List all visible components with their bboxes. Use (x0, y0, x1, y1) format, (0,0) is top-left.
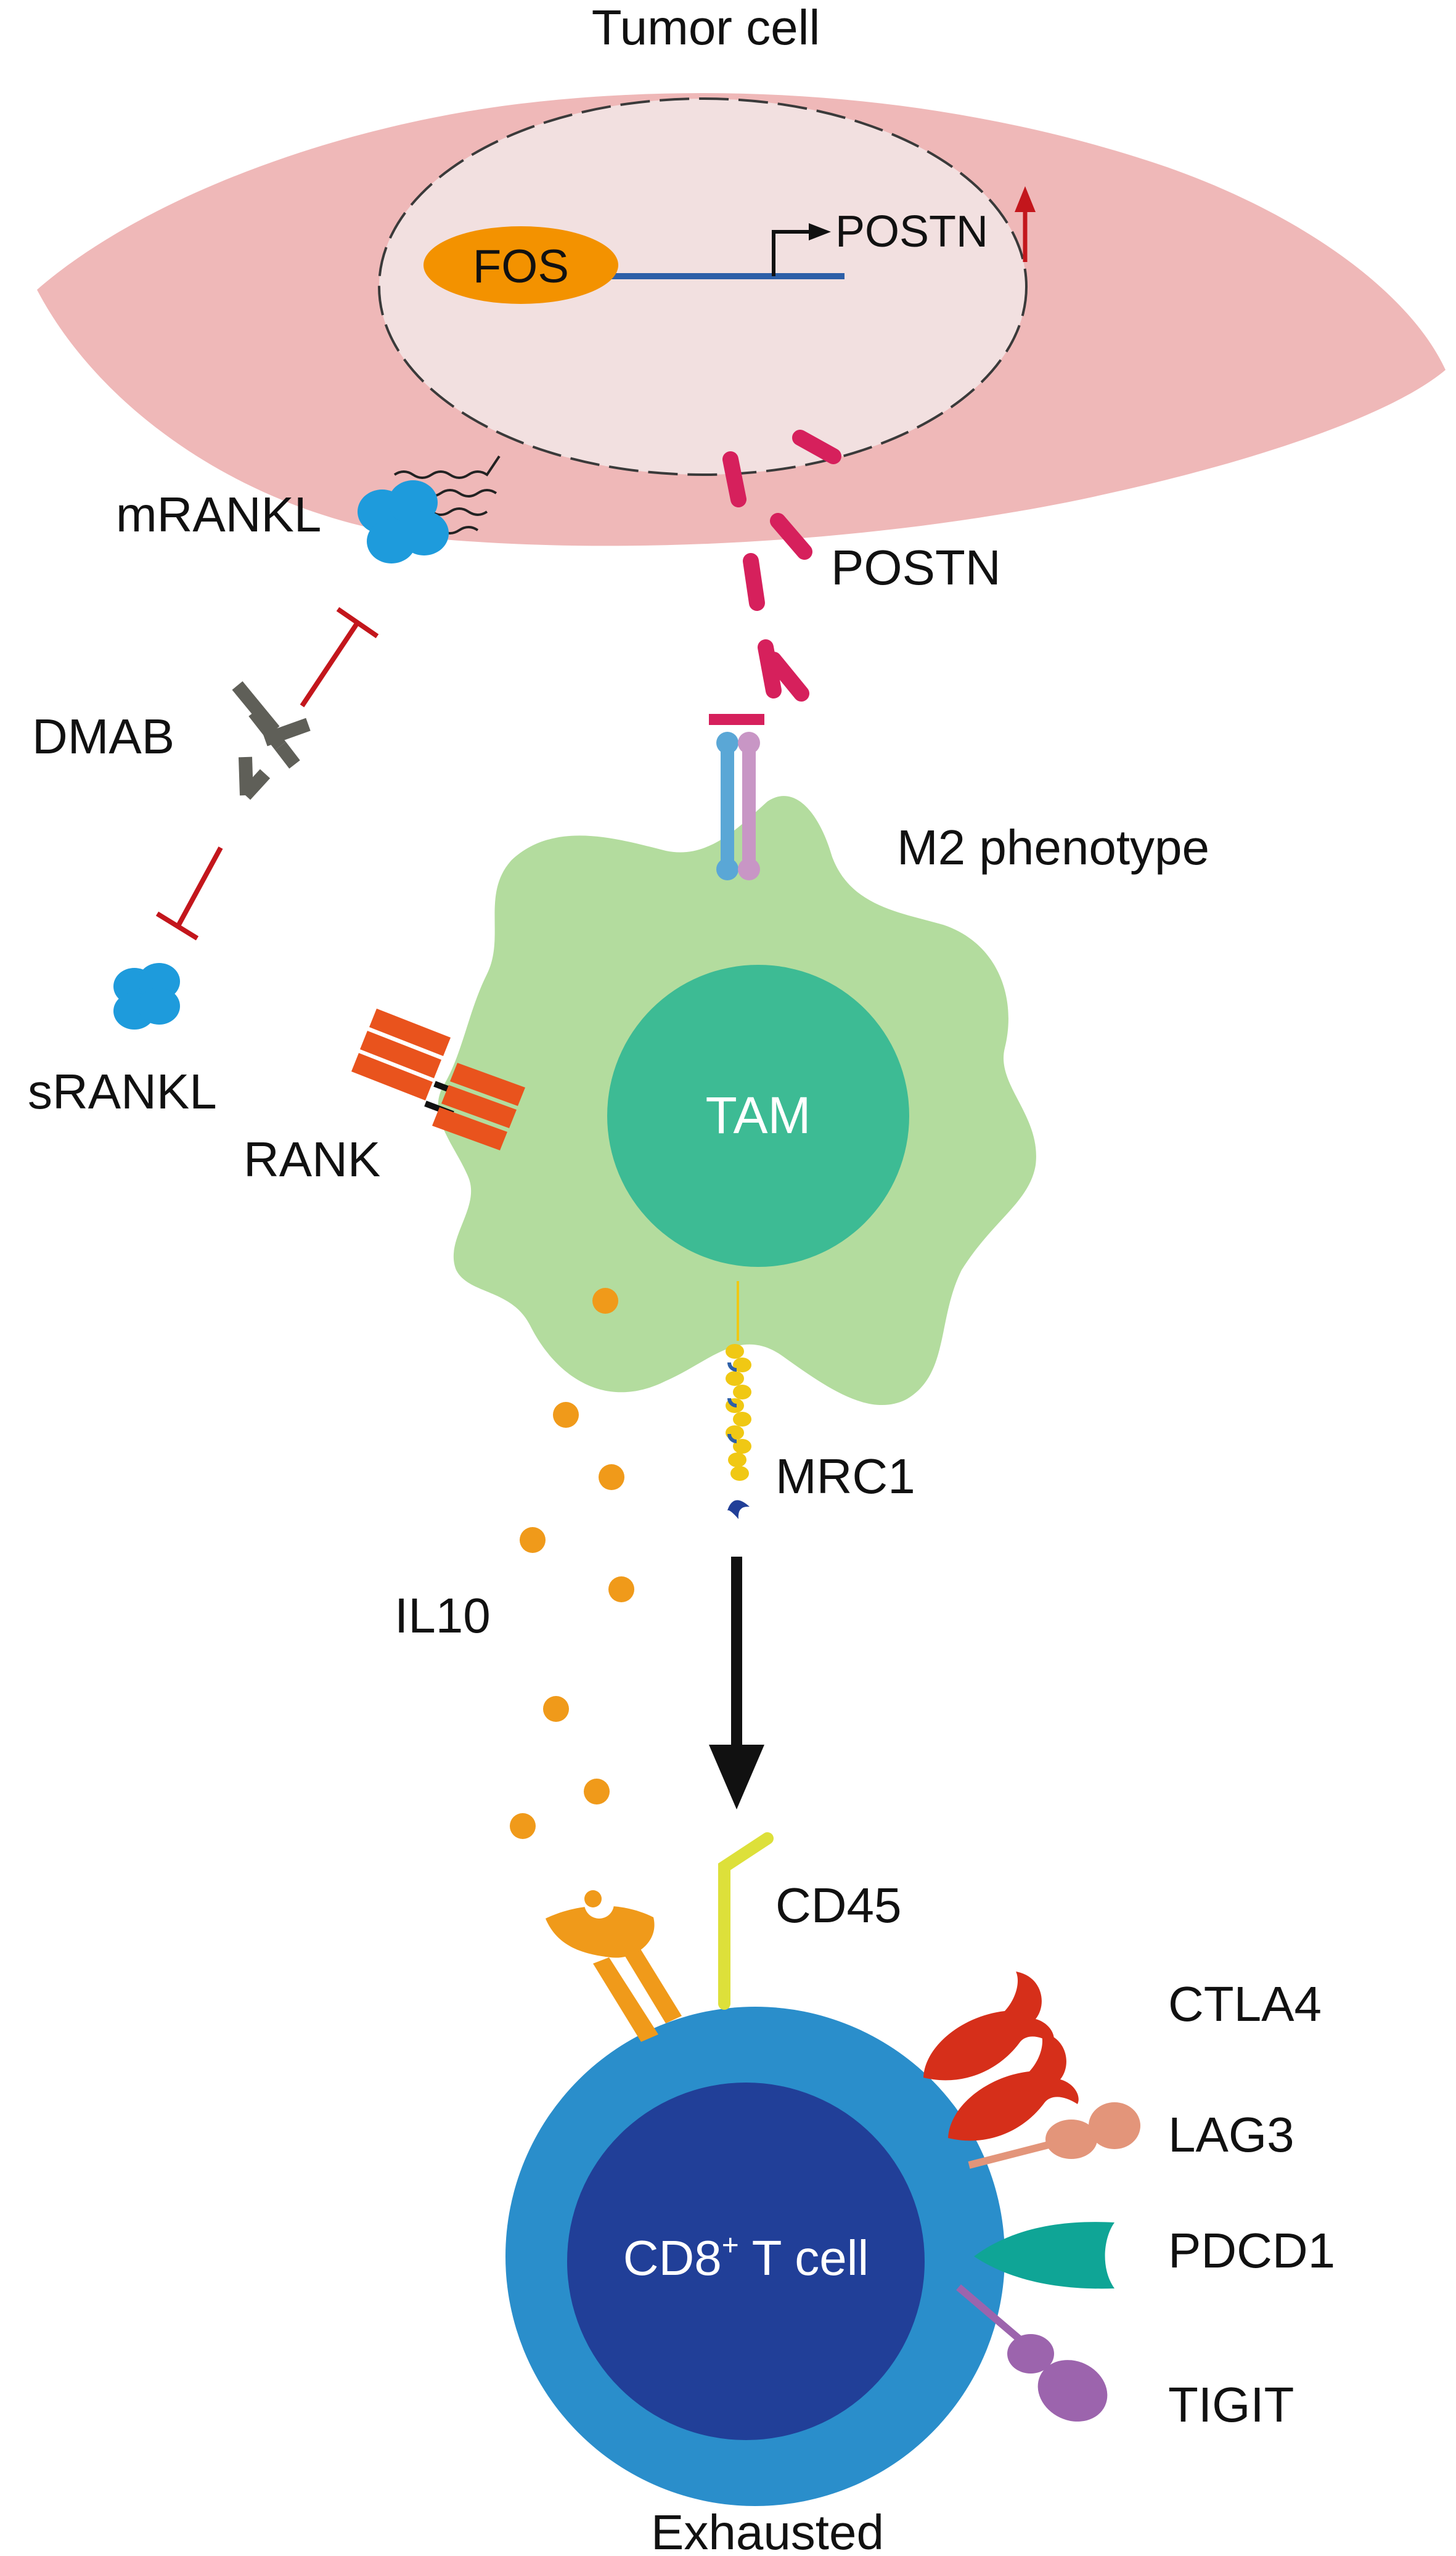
ctla4-receptor (923, 1972, 1079, 2141)
promoter-arrowhead (809, 223, 831, 240)
postn-secretion (722, 430, 841, 702)
tigit-label: TIGIT (1168, 2377, 1294, 2432)
dmab-inhibition-mrankl (300, 607, 379, 708)
macrophage (438, 796, 1036, 1406)
cd45-receptor (718, 1832, 774, 2010)
mrc1-receptor (726, 1281, 751, 1519)
m2-phenotype-label: M2 phenotype (897, 820, 1209, 875)
il10-cytokines (510, 1288, 634, 1839)
il10-receptor (546, 1889, 682, 2042)
fos-transcription-factor (423, 226, 618, 304)
mrankl-protein (358, 480, 449, 563)
dmab-antibody-icon (232, 681, 311, 800)
fos-label: FOS (473, 240, 569, 293)
t-cell-nucleus (567, 2083, 925, 2440)
dmab-label: DMAB (32, 709, 174, 764)
mrankl-label: mRANKL (116, 487, 321, 542)
pdcd1-receptor (974, 2222, 1114, 2289)
tam-label: TAM (705, 1086, 811, 1144)
rank-label: RANK (243, 1132, 380, 1187)
tumor-cell-label: Tumor cell (592, 0, 820, 55)
lag3-receptor (968, 2102, 1140, 2169)
upregulation-arrowhead (1015, 186, 1036, 212)
cd8-t-cell-label: CD8+ T cell (623, 2229, 869, 2285)
srankl-protein (113, 963, 180, 1030)
postn-secreted-label: POSTN (831, 540, 1001, 595)
cd8-t-cell (505, 2007, 1005, 2506)
srankl-label: sRANKL (28, 1064, 217, 1119)
cd45-label: CD45 (775, 1878, 902, 1933)
mrc1-label: MRC1 (775, 1449, 915, 1504)
exhausted-label: Exhausted (651, 2505, 884, 2556)
postn-receptor (709, 714, 764, 880)
tumor-nucleus (378, 97, 1028, 476)
pdcd1-label: PDCD1 (1168, 2223, 1335, 2278)
postn-gene-label: POSTN (835, 207, 988, 256)
tam-to-tcell-arrow (709, 1557, 764, 1809)
ctla4-label: CTLA4 (1168, 1976, 1322, 2031)
il10-label: IL10 (395, 1588, 491, 1643)
tam-nucleus (607, 965, 909, 1267)
dmab-inhibition-srankl (155, 846, 223, 941)
rank-receptor (351, 1009, 525, 1150)
lag3-label: LAG3 (1168, 2107, 1294, 2162)
tumor-cell (37, 92, 1446, 563)
tigit-receptor (956, 2284, 1108, 2422)
promoter-arrow (772, 230, 812, 276)
